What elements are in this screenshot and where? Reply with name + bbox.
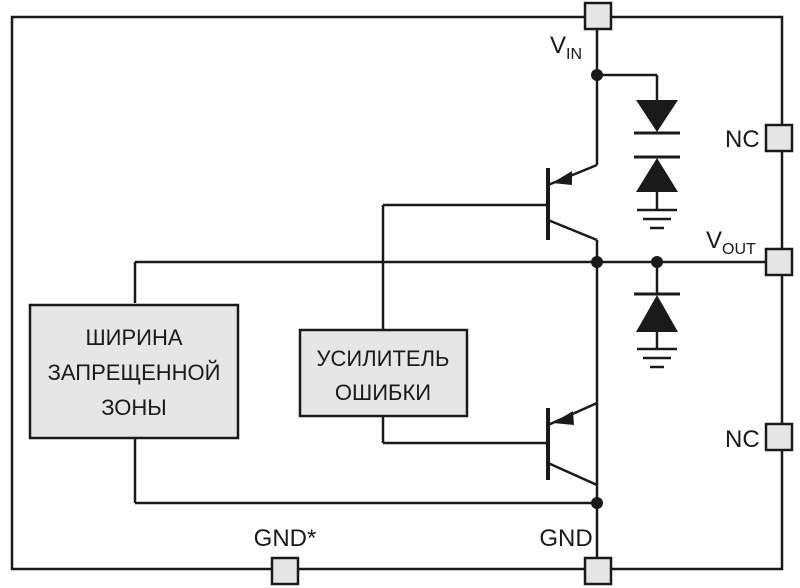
nc-top-label: NC	[725, 126, 760, 153]
error-amplifier-block	[298, 328, 469, 418]
vin-label: VIN	[550, 32, 582, 63]
chip-outline	[10, 15, 784, 571]
bandgap-label-line3: ЗОНЫ	[101, 395, 167, 420]
nc-pin-top[interactable]	[764, 123, 794, 153]
diode-lower-triangle	[636, 295, 678, 332]
lower-transistor-collector	[547, 461, 598, 487]
junction-vout-right	[651, 256, 663, 268]
clamp-diode-lower	[634, 292, 680, 332]
lower-transistor-arrow	[553, 411, 574, 425]
error-amp-label-line2: ОШИБКИ	[335, 380, 431, 405]
error-amp-label-line1: УСИЛИТЕЛЬ	[317, 346, 450, 371]
gnd-star-pin[interactable]	[270, 556, 300, 586]
gnd-star-label: GND*	[254, 525, 317, 552]
upper-transistor-collector	[547, 218, 598, 242]
diode-upper-triangle-down	[636, 100, 678, 132]
upper-transistor-arrow	[552, 171, 572, 185]
nc-pin-bottom[interactable]	[764, 422, 794, 452]
bandgap-label-line2: ЗАПРЕЩЕННОЙ	[48, 360, 221, 385]
vout-label: VOUT	[706, 227, 756, 258]
junction-vin	[591, 69, 603, 81]
junction-dots	[591, 69, 663, 509]
pins	[270, 1, 794, 586]
gnd-pin[interactable]	[583, 556, 613, 586]
bandgap-block	[28, 303, 240, 440]
vin-pin[interactable]	[583, 1, 613, 31]
diode-upper-triangle-up	[636, 158, 678, 192]
junction-gnd	[591, 497, 603, 509]
vout-pin[interactable]	[764, 247, 794, 277]
junction-vout-left	[591, 256, 603, 268]
gnd-label: GND	[539, 525, 592, 552]
nc-bottom-label: NC	[725, 426, 760, 453]
bandgap-label-line1: ШИРИНА	[85, 325, 182, 350]
tvs-diode-upper	[634, 100, 680, 192]
